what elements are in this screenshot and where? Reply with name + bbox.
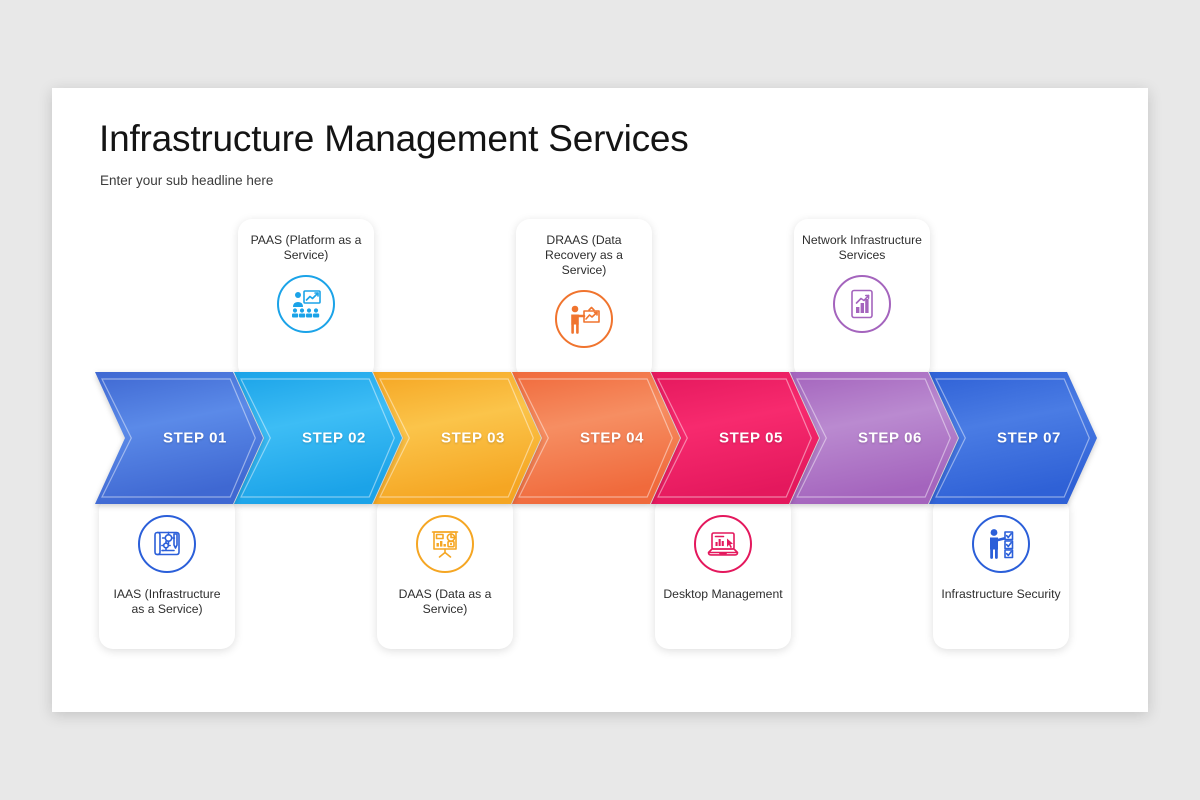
- chevron-label-4: STEP 04: [580, 429, 644, 447]
- info-card-2[interactable]: PAAS (Platform as a Service): [238, 219, 374, 379]
- info-card-6[interactable]: Network Infrastructure Services: [794, 219, 930, 379]
- info-card-title-1: IAAS (Infrastructure as a Service): [113, 587, 221, 616]
- info-card-5[interactable]: Desktop Management: [655, 497, 791, 649]
- presenter-chart-icon: [555, 290, 613, 348]
- chevron-label-2: STEP 02: [302, 429, 366, 447]
- chevron-step-3[interactable]: STEP 03: [373, 372, 541, 504]
- bar-chart-document-icon: [833, 275, 891, 333]
- chevron-shape-4: [512, 372, 680, 504]
- slide-canvas: Infrastructure Management Services Enter…: [52, 88, 1148, 712]
- info-card-1[interactable]: IAAS (Infrastructure as a Service): [99, 497, 235, 649]
- info-card-title-6: Network Infrastructure Services: [802, 233, 922, 262]
- chevron-label-5: STEP 05: [719, 429, 783, 447]
- person-checklist-icon: [972, 515, 1030, 573]
- chevron-step-2[interactable]: STEP 02: [234, 372, 402, 504]
- chevron-shape-7: [929, 372, 1097, 504]
- chevron-shape-5: [651, 372, 819, 504]
- presentation-audience-icon: [277, 275, 335, 333]
- chevron-label-6: STEP 06: [858, 429, 922, 447]
- process-chevron-band: STEP 01 STEP 02 STEP 03 STEP 04 STEP 05 STEP …: [95, 372, 1105, 504]
- info-card-title-3: DAAS (Data as a Service): [398, 587, 492, 616]
- info-card-7[interactable]: Infrastructure Security: [933, 497, 1069, 649]
- info-card-title-7: Infrastructure Security: [941, 587, 1061, 601]
- chevron-step-6[interactable]: STEP 06: [790, 372, 958, 504]
- info-card-4[interactable]: DRAAS (Data Recovery as a Service): [516, 219, 652, 379]
- chevron-shape-1: [95, 372, 263, 504]
- info-card-title-2: PAAS (Platform as a Service): [250, 233, 362, 262]
- chevron-shape-2: [234, 372, 402, 504]
- chevron-step-1[interactable]: STEP 01: [95, 372, 263, 504]
- chevron-label-3: STEP 03: [441, 429, 505, 447]
- chevron-step-5[interactable]: STEP 05: [651, 372, 819, 504]
- chevron-step-4[interactable]: STEP 04: [512, 372, 680, 504]
- chevron-shape-3: [373, 372, 541, 504]
- page-title: Infrastructure Management Services: [99, 118, 689, 159]
- laptop-analytics-icon: [694, 515, 752, 573]
- data-presentation-board-icon: [416, 515, 474, 573]
- chevron-step-7[interactable]: STEP 07: [929, 372, 1097, 504]
- chevron-shape-6: [790, 372, 958, 504]
- info-card-title-5: Desktop Management: [663, 587, 783, 601]
- info-card-title-4: DRAAS (Data Recovery as a Service): [545, 233, 623, 277]
- chevron-label-7: STEP 07: [997, 429, 1061, 447]
- info-card-3[interactable]: DAAS (Data as a Service): [377, 497, 513, 649]
- blueprint-engineering-icon: [138, 515, 196, 573]
- chevron-label-1: STEP 01: [163, 429, 227, 447]
- page-subtitle: Enter your sub headline here: [100, 173, 274, 188]
